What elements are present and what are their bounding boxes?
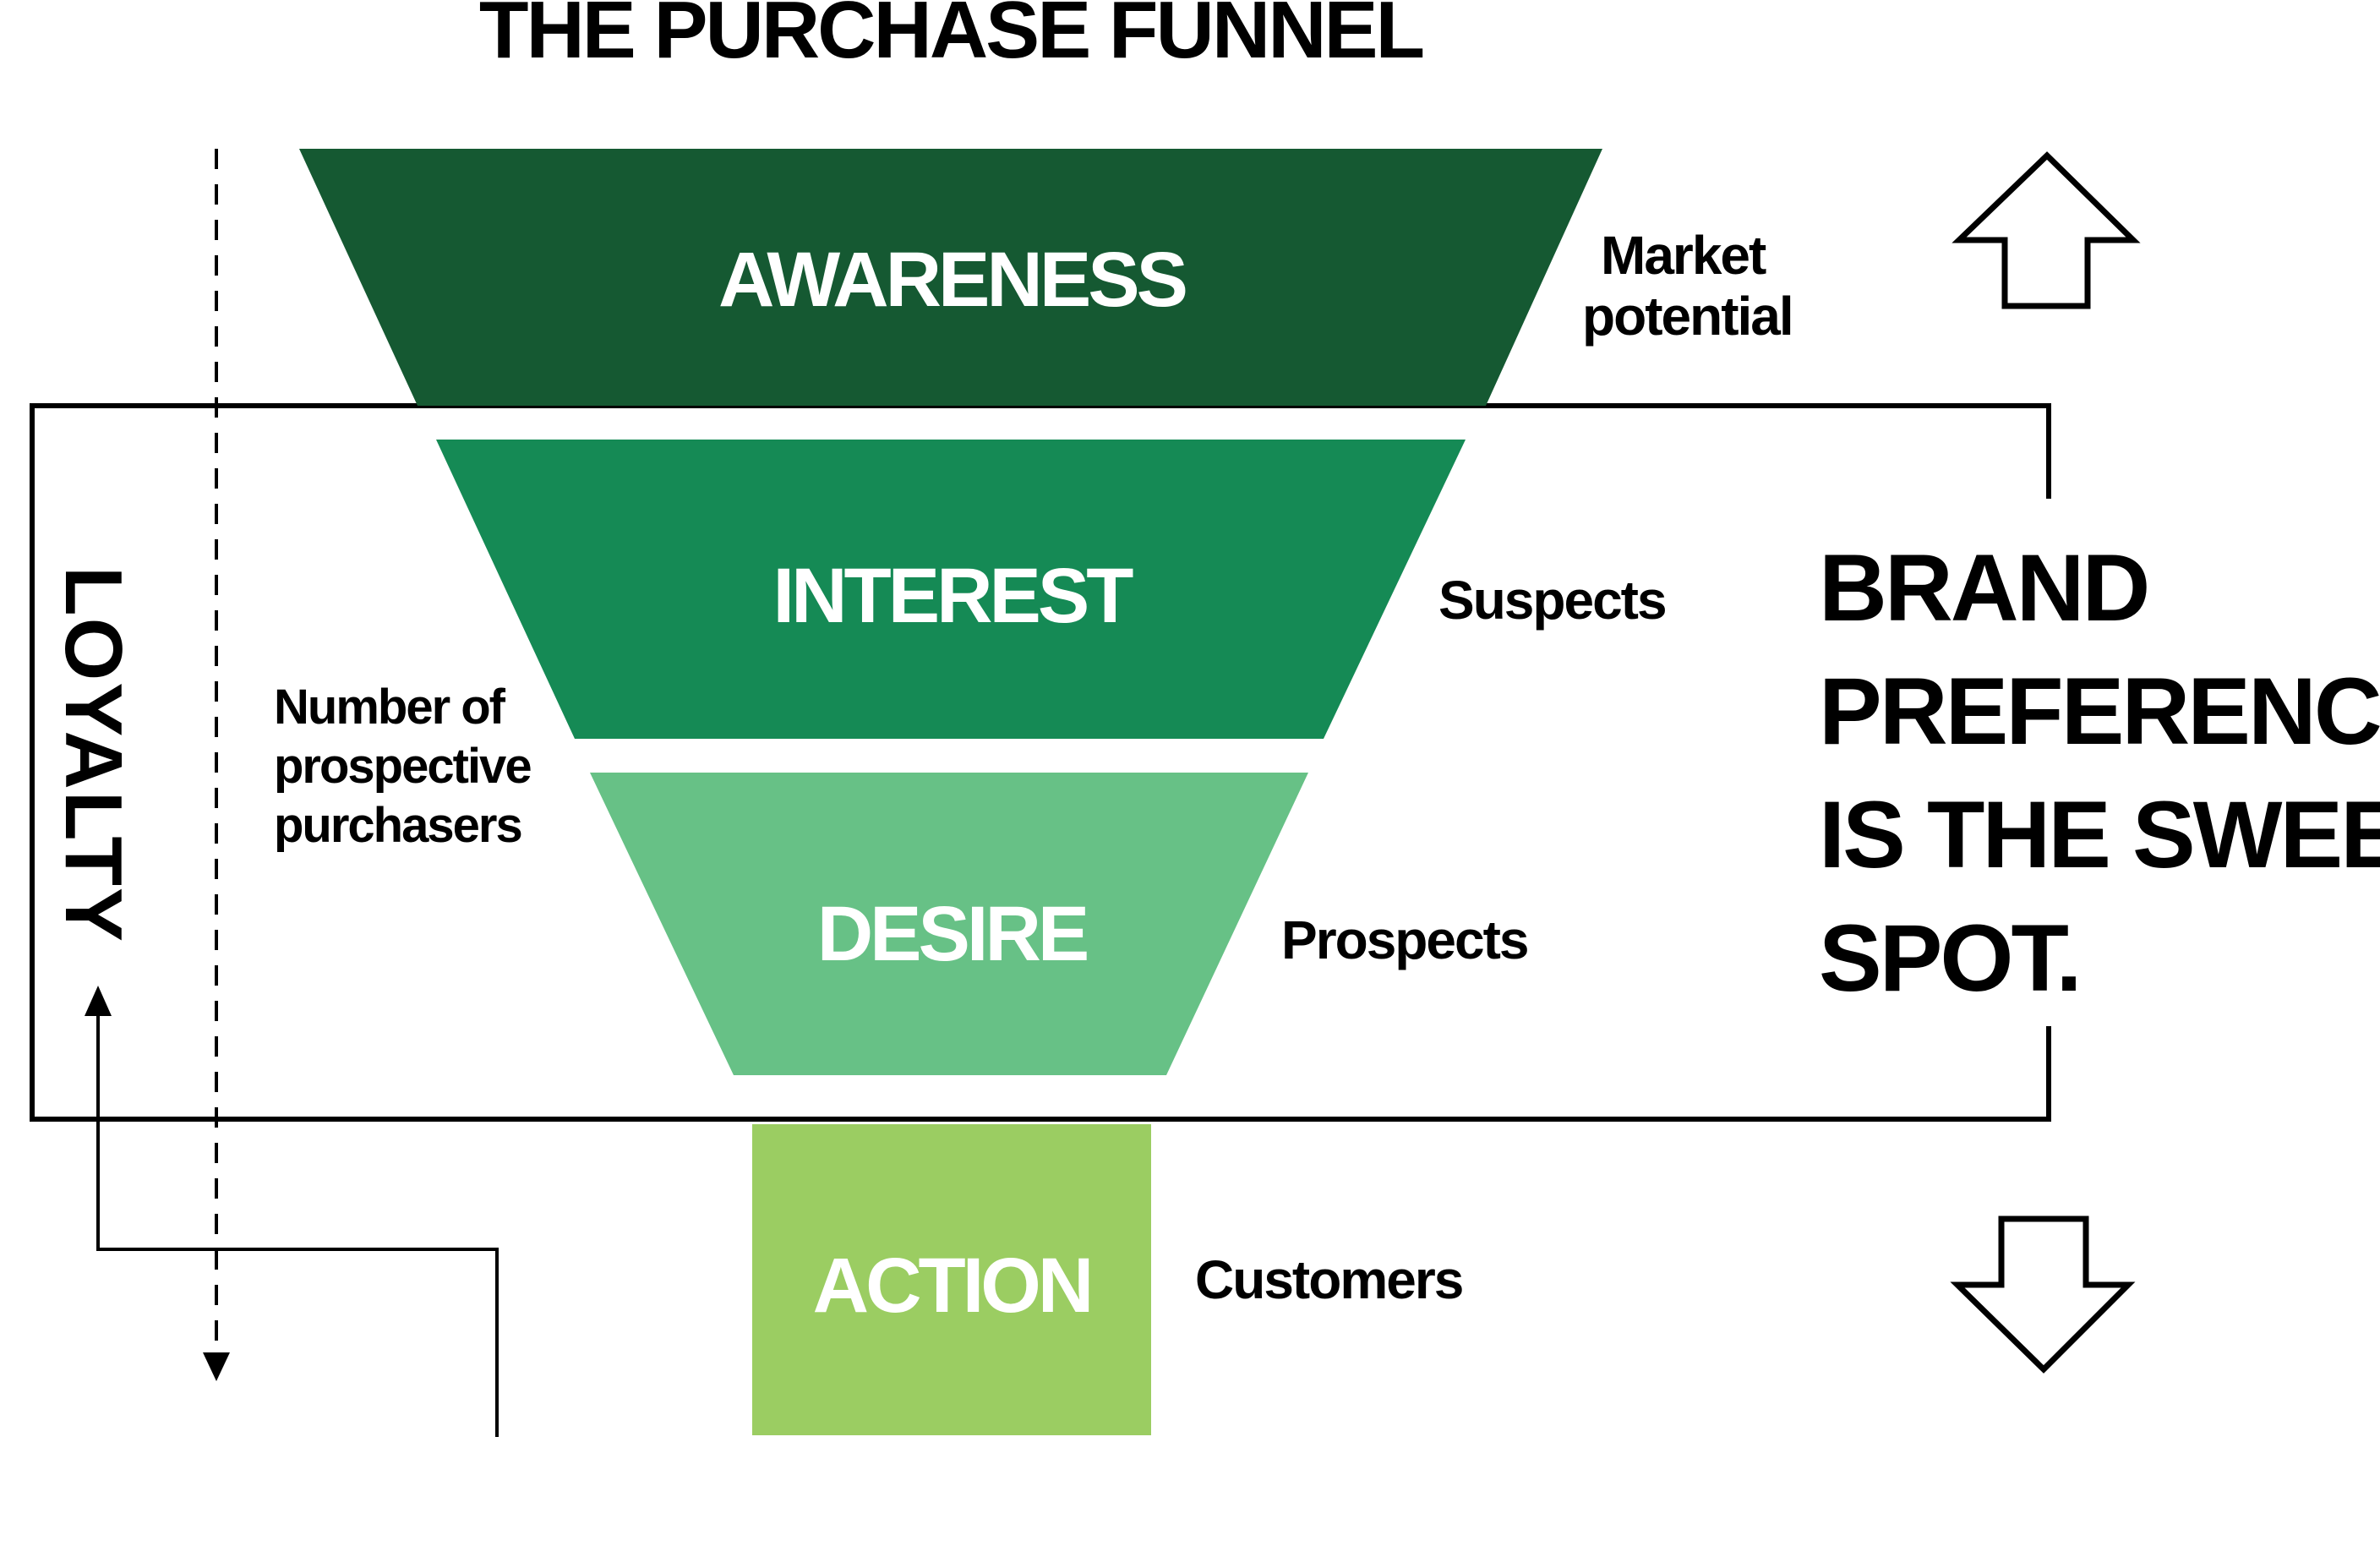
awareness-label: AWARENESS: [718, 237, 1186, 323]
action-segment: [752, 1124, 1151, 1435]
callout-line-3: IS THE SWEET: [1819, 782, 2380, 888]
diagram-title: THE PURCHASE FUNNEL: [479, 0, 1423, 75]
awareness-segment: [299, 149, 1602, 406]
desire-label: DESIRE: [817, 891, 1087, 977]
prospective-purchasers-label-line-3: purchasers: [274, 798, 521, 853]
prospects-label: Prospects: [1281, 910, 1527, 970]
customers-label: Customers: [1195, 1249, 1462, 1310]
loyalty-arrowhead-icon: [85, 986, 112, 1016]
action-label: ACTION: [813, 1243, 1091, 1329]
callout-line-4: SPOT.: [1819, 905, 2080, 1011]
dashed-line-arrowhead-icon: [203, 1352, 230, 1381]
market-potential-label-line-2: potential: [1582, 286, 1793, 347]
brand-preference-bracket: [30, 403, 2051, 1122]
suspects-label: Suspects: [1438, 570, 1666, 631]
loyalty-label: LOYALTY: [48, 566, 139, 943]
interest-segment: [436, 440, 1466, 739]
interest-label: INTEREST: [773, 553, 1134, 639]
down-arrow-outline-icon: [1950, 1215, 2136, 1374]
market-potential-label-line-1: Market: [1601, 225, 1766, 286]
callout-line-1: BRAND: [1819, 535, 2148, 641]
up-arrow-outline-icon: [1951, 151, 2141, 309]
callout-line-2: PREFERENCE: [1819, 658, 2380, 764]
prospective-purchasers-label-line-1: Number of: [274, 680, 506, 735]
desire-segment: [590, 773, 1308, 1075]
prospective-purchasers-label-line-2: prospective: [274, 739, 531, 794]
loyalty-feedback-line: [96, 1008, 499, 1437]
